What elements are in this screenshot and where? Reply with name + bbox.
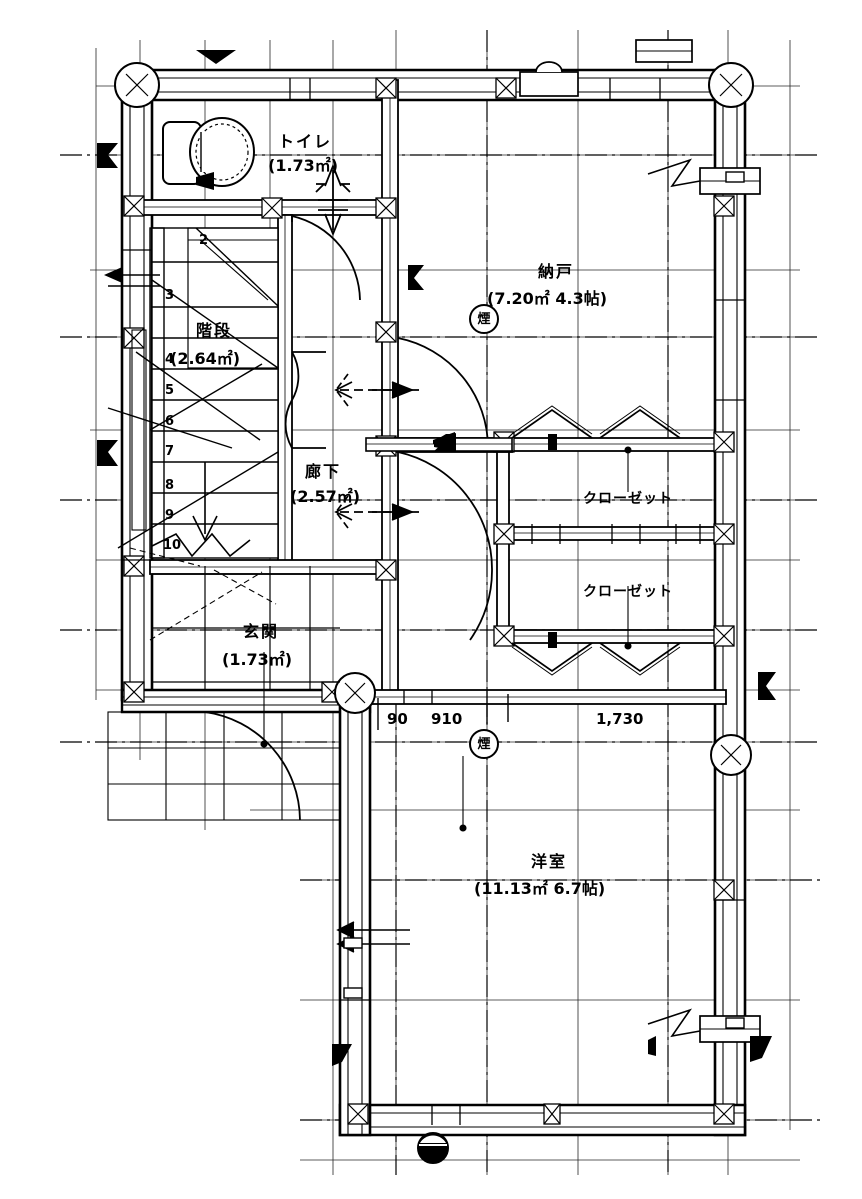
door-swing-entry: [204, 711, 301, 821]
window-leader-lower: [647, 1008, 701, 1038]
room-label-bedroom: 洋室: [531, 852, 568, 871]
stair-step-2: 2: [199, 233, 209, 248]
stair-step-4: 4: [165, 352, 175, 367]
floor-drain-symbol: [417, 1132, 449, 1164]
toilet-fixture: [162, 117, 255, 187]
stair-direction-lines: [107, 227, 279, 549]
window-symbol-top-right: [635, 39, 693, 63]
room-label-entry: 玄関: [243, 622, 280, 641]
wall-ledger-details: [343, 171, 745, 1029]
airflow-arrow-hall-upper: [334, 373, 420, 407]
room-area-toilet: (1.73㎡): [268, 156, 339, 175]
airflow-arrow-left-wall: [104, 267, 160, 287]
sliding-door-track-closet-mid: [531, 524, 701, 544]
closet-door-hinge-marks: [548, 434, 557, 648]
closet-folding-doors-lower: [511, 642, 681, 676]
stair-break-line: [151, 532, 251, 558]
dimension-910: 910: [431, 710, 463, 728]
stair-step-9: 9: [165, 508, 175, 523]
dimension-90: 90: [387, 710, 408, 728]
dimension-1730: 1,730: [596, 710, 644, 728]
room-label-toilet: トイレ: [278, 132, 333, 151]
porch-tile-grid: [107, 711, 341, 821]
stair-step-10: 10: [163, 538, 182, 553]
sliding-door-track-bedroom-top: [403, 690, 433, 704]
room-label-storage: 納戸: [538, 262, 575, 281]
direction-flag-markers: [97, 50, 776, 1066]
room-label-stairs: 階段: [196, 321, 233, 340]
smoke-detector-storage-icon: 煙: [469, 304, 499, 334]
closet-label-lower: クローゼット: [583, 584, 673, 600]
stair-up-arrow: [192, 462, 218, 542]
door-swing-hall-left: [284, 351, 326, 449]
stair-run: [151, 227, 279, 559]
door-swing-storage-lower: [397, 451, 493, 641]
room-area-stairs: (2.64㎡): [170, 349, 241, 368]
window-leader-upper: [647, 158, 701, 188]
room-area-hall: (2.57㎡): [290, 487, 361, 506]
stair-step-8: 8: [165, 478, 175, 493]
leader-lines: [129, 239, 632, 832]
toilet-paper-holder-icon: [196, 172, 214, 190]
closet-folding-doors-upper: [511, 405, 681, 439]
wall-detail-left-alcove: [131, 227, 165, 559]
airflow-arrow-hall-lower: [334, 495, 420, 529]
stair-step-3: 3: [165, 288, 175, 303]
stair-step-7: 7: [165, 444, 175, 459]
corner-column-hatch: [125, 73, 743, 766]
dimension-extension-ticks: [377, 690, 509, 730]
closet-label-upper: クローゼット: [583, 491, 673, 507]
entry-tile-grid: [152, 566, 340, 690]
bowtie-marker-storage: [436, 434, 456, 452]
window-symbol-top: [519, 61, 579, 97]
airflow-arrows-toilet: [315, 163, 351, 237]
sliding-door-track-bottom: [431, 1105, 461, 1125]
door-swing-toilet: [291, 215, 361, 301]
room-area-bedroom: (11.13㎡ 6.7帖): [474, 879, 606, 898]
room-area-storage: (7.20㎡ 4.3帖): [487, 289, 608, 308]
smoke-detector-bedroom-icon: 煙: [469, 729, 499, 759]
stair-step-5: 5: [165, 383, 175, 398]
wall-tick-details: [122, 78, 745, 1001]
room-area-entry: (1.73㎡): [222, 650, 293, 669]
room-label-hall: 廊下: [305, 462, 342, 481]
door-swing-storage-upper: [397, 337, 489, 449]
stair-step-6: 6: [165, 414, 175, 429]
